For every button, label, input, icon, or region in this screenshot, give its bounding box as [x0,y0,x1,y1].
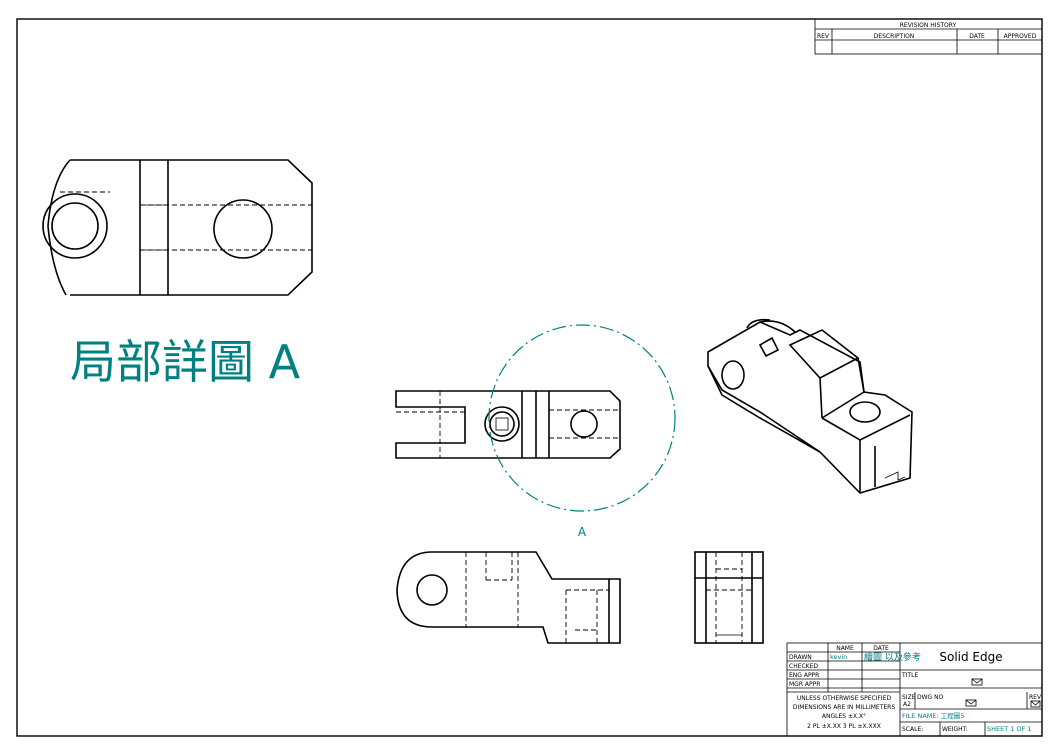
size-value: A2 [903,701,911,708]
note-line-3: ANGLES ±X.X° [822,713,866,720]
rev-label: REV [1029,694,1042,701]
revision-history-table: REVISION HISTORY REV DESCRIPTION DATE AP… [814,18,1043,55]
dwg-no-envelope-icon [965,699,977,707]
note-line-1: UNLESS OTHERWISE SPECIFIED [797,695,892,702]
detail-callout-circle [488,324,676,512]
brand-name: Solid Edge [939,650,1002,664]
row-eng-appr: ENG APPR [789,672,819,679]
note-line-2: DIMENSIONS ARE IN MILLIMETERS [793,704,895,711]
row-checked: CHECKED [789,663,818,670]
file-name: FILE NAME: 工程圖5 [902,711,964,720]
drawn-name: kevin [830,653,847,661]
detail-callout-label: A [578,525,587,539]
date-header: DATE [969,33,985,40]
row-mgr-appr: MGR APPR [789,681,820,688]
description-header: DESCRIPTION [874,33,915,40]
title-envelope-icon [971,678,983,686]
dwg-no-label: DWG NO [917,694,944,701]
scale-label: SCALE: [902,726,923,733]
rev-header: REV [817,33,830,40]
sheet-border [16,18,1043,737]
top-view [395,390,621,459]
approved-header: APPROVED [1004,33,1037,40]
col-name-header: NAME [836,645,854,652]
title-label: TITLE [901,672,918,679]
front-view [396,551,621,644]
note-line-4: 2 PL ±X.XX 3 PL ±X.XXX [807,723,881,730]
isometric-view [707,318,913,494]
side-view [694,551,764,644]
revision-history-title: REVISION HISTORY [900,22,957,29]
title-block: NAME DATE DRAWN CHECKED ENG APPR MGR APP… [786,642,1043,737]
sheet-label: SHEET 1 OF 1 [987,725,1032,733]
col-date-header: DATE [873,645,889,652]
detail-label: 局部詳圖 A [70,335,301,389]
rev-envelope-icon [1030,700,1041,708]
row-drawn: DRAWN [789,654,812,661]
size-label: SIZE [902,694,916,701]
company-note: 繪圖 以及參考 [864,651,921,663]
weight-label: WEIGHT: [942,726,968,733]
detail-view-a [42,159,313,296]
